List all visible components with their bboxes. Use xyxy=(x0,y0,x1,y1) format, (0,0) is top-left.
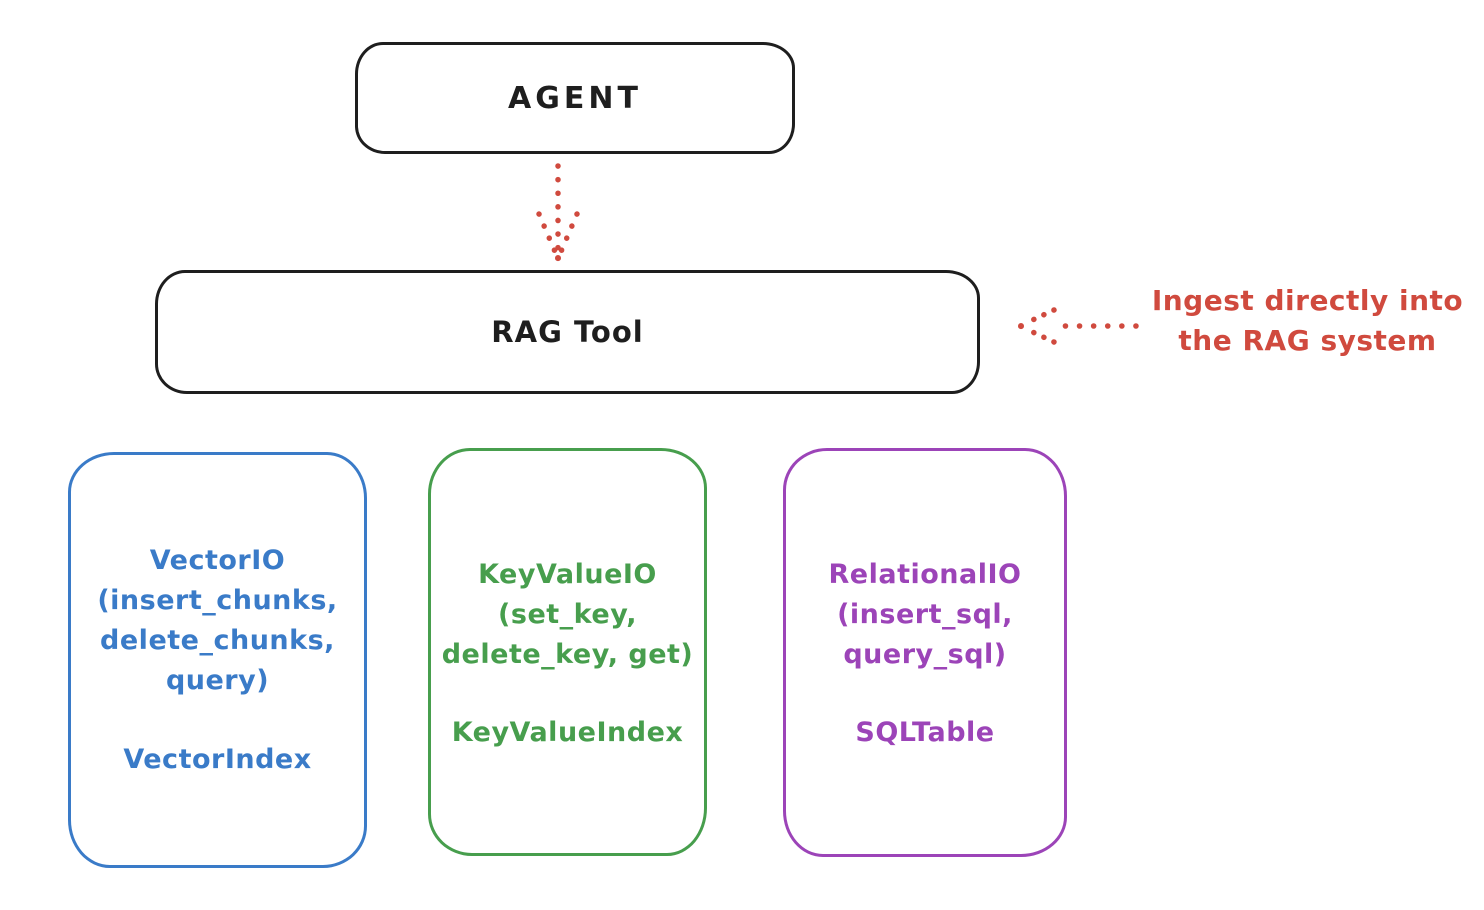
keyvalueio-index-label: KeyValueIndex xyxy=(451,717,684,748)
dotted-arrow-left-icon xyxy=(1018,307,1139,345)
keyvalueio-node: KeyValueIO (set_key, delete_key, get) Ke… xyxy=(428,448,707,856)
keyvalueio-label: KeyValueIO (set_key, delete_key, get) xyxy=(441,559,694,670)
agent-label: AGENT xyxy=(508,80,642,116)
relationalio-label: RelationalIO (insert_sql, query_sql) xyxy=(828,559,1022,670)
rag-tool-label: RAG Tool xyxy=(491,315,644,349)
relationalio-index-label: SQLTable xyxy=(855,717,995,748)
vectorio-label: VectorIO (insert_chunks, delete_chunks, … xyxy=(97,545,338,696)
relationalio-node: RelationalIO (insert_sql, query_sql) SQL… xyxy=(783,448,1067,857)
ingest-annotation-line1: Ingest directly into xyxy=(1151,284,1464,317)
rag-tool-node: RAG Tool xyxy=(155,270,980,394)
vectorio-index-label: VectorIndex xyxy=(123,744,312,775)
ingest-annotation-line2: the RAG system xyxy=(1178,324,1437,357)
vectorio-node: VectorIO (insert_chunks, delete_chunks, … xyxy=(68,452,367,868)
agent-node: AGENT xyxy=(355,42,795,154)
dotted-arrow-down-icon xyxy=(536,163,580,262)
ingest-annotation: Ingest directly into the RAG system xyxy=(1140,281,1475,361)
